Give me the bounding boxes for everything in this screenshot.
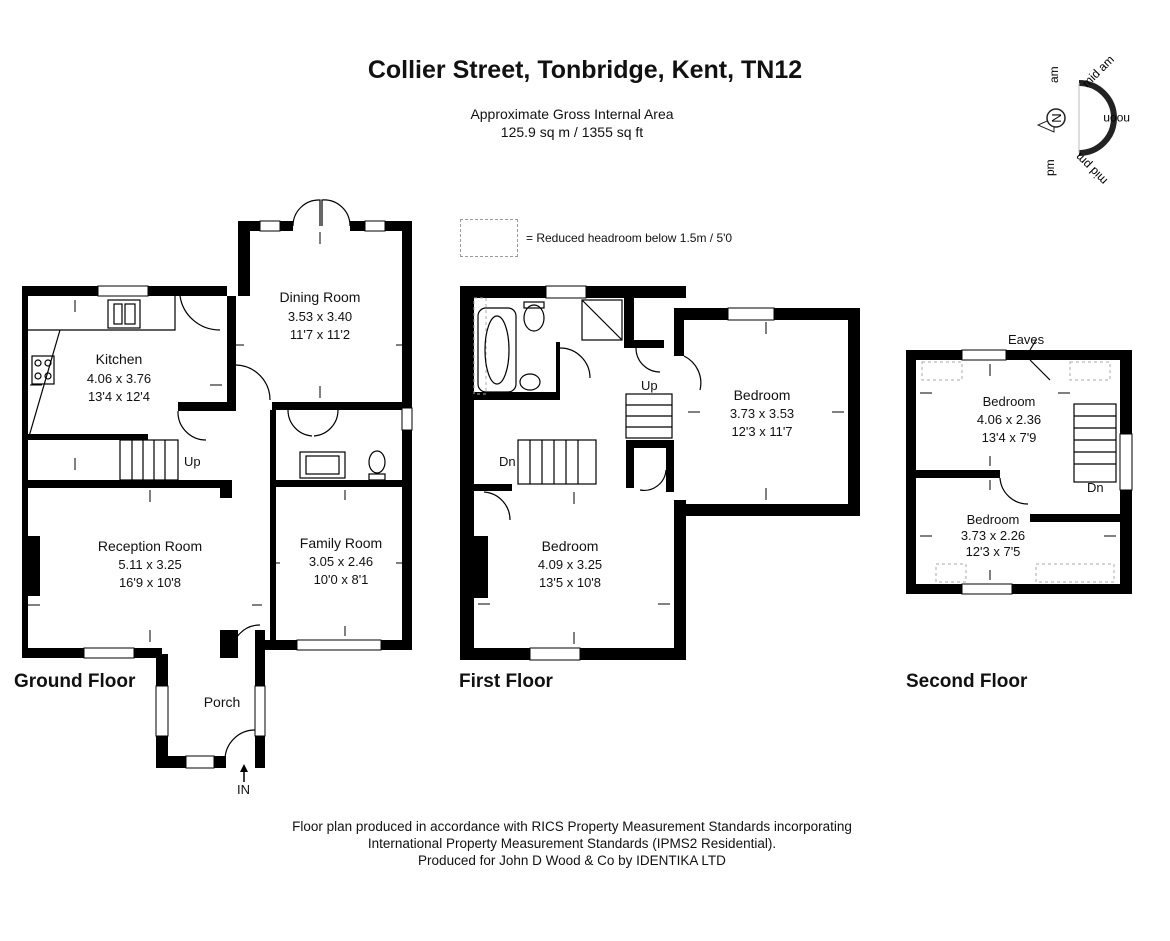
compass-n: N (1049, 113, 1064, 122)
dining-room-metric: 3.53 x 3.40 (288, 309, 352, 324)
first-bedroom-front-metric: 4.09 x 3.25 (538, 557, 602, 572)
second-eaves-label: Eaves (1008, 332, 1045, 347)
first-bedroom-rear-metric: 3.73 x 3.53 (730, 406, 794, 421)
family-room-imperial: 10'0 x 8'1 (314, 572, 369, 587)
area-value: 125.9 sq m / 1355 sq ft (500, 124, 644, 140)
second-floor-label: Second Floor (906, 671, 1028, 692)
first-bedroom-front-label: Bedroom (542, 538, 599, 554)
first-stairs-down: Dn (499, 454, 516, 469)
dining-room-imperial: 11'7 x 11'2 (290, 327, 350, 342)
footer-line-1: Floor plan produced in accordance with R… (292, 819, 852, 834)
first-bedroom-rear-label: Bedroom (734, 387, 791, 403)
reduced-headroom-swatch (460, 219, 518, 257)
sun-arc (1078, 80, 1117, 156)
compass-am: am (1047, 66, 1061, 83)
first-floor-label: First Floor (459, 671, 553, 692)
reception-room-imperial: 16'9 x 10'8 (119, 575, 181, 590)
family-room-label: Family Room (300, 535, 382, 551)
dining-room-label: Dining Room (280, 289, 361, 305)
plan-title: Collier Street, Tonbridge, Kent, TN12 (367, 56, 803, 84)
family-room-metric: 3.05 x 2.46 (309, 554, 373, 569)
ground-floor-plan: Kitchen 4.06 x 3.76 13'4 x 12'4 Dining R… (22, 199, 413, 797)
first-bedroom-front-imperial: 13'5 x 10'8 (539, 575, 601, 590)
second-bedroom-lower-imperial: 12'3 x 7'5 (966, 544, 1021, 559)
area-label: Approximate Gross Internal Area (470, 106, 674, 122)
second-floor-plan: Eaves Bedroom 4.06 x 2.36 13'4 x 7'9 Bed… (906, 332, 1133, 595)
footer-line-2: International Property Measurement Stand… (367, 836, 777, 851)
second-bedroom-lower-label: Bedroom (967, 512, 1020, 527)
first-bedroom-rear-imperial: 12'3 x 11'7 (731, 424, 792, 439)
reception-room-label: Reception Room (98, 538, 202, 554)
second-bedroom-lower-metric: 3.73 x 2.26 (961, 528, 1025, 543)
entry-label: IN (237, 782, 250, 797)
compass-pm: pm (1043, 159, 1057, 176)
first-stairs-up: Up (641, 378, 658, 393)
compass-noon: noon (1103, 112, 1130, 126)
first-floor-plan: Bedroom 3.73 x 3.53 12'3 x 11'7 Bedroom … (460, 285, 860, 661)
kitchen-imperial: 13'4 x 12'4 (88, 389, 150, 404)
second-bedroom-upper-metric: 4.06 x 2.36 (977, 412, 1041, 427)
reception-room-metric: 5.11 x 3.25 (118, 557, 181, 572)
footer-line-3: Produced for John D Wood & Co by IDENTIK… (418, 853, 726, 868)
porch-label: Porch (204, 694, 241, 710)
second-stairs-down: Dn (1087, 480, 1104, 495)
compass-icon: N am mid am noon mid pm pm (1036, 52, 1130, 188)
kitchen-metric: 4.06 x 3.76 (87, 371, 151, 386)
ground-stairs-up: Up (184, 454, 201, 469)
kitchen-label: Kitchen (96, 351, 143, 367)
legend-text: = Reduced headroom below 1.5m / 5'0 (526, 231, 733, 245)
second-bedroom-upper-imperial: 13'4 x 7'9 (982, 430, 1037, 445)
ground-floor-label: Ground Floor (14, 671, 136, 692)
second-bedroom-upper-label: Bedroom (983, 394, 1036, 409)
